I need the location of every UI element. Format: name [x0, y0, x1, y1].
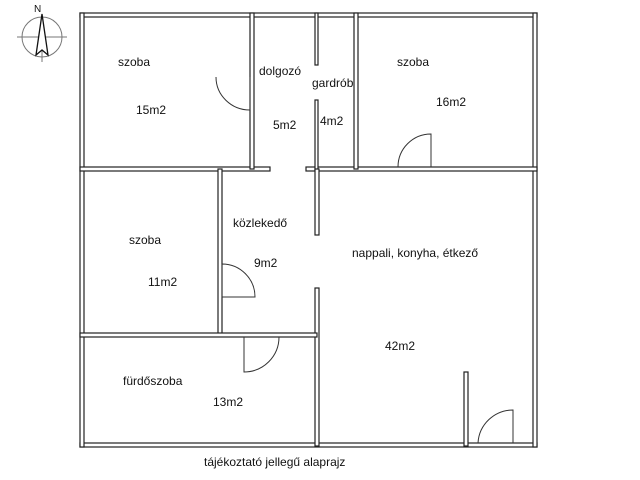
room-name: fürdőszoba	[123, 374, 183, 388]
room-area: 4m2	[320, 114, 344, 128]
room-area: 42m2	[385, 339, 416, 353]
room-name: nappali, konyha, étkező	[352, 246, 479, 260]
room-name: közlekedő	[233, 216, 288, 230]
room-name: szoba	[397, 55, 430, 69]
compass-north-label: N	[34, 4, 42, 15]
room-area: 15m2	[136, 103, 167, 117]
room-name: gardrób	[312, 76, 354, 90]
room-area: 16m2	[436, 95, 467, 109]
room-area: 13m2	[213, 395, 244, 409]
room-name: dolgozó	[259, 64, 302, 78]
room-name: szoba	[118, 55, 151, 69]
compass-icon	[17, 13, 67, 62]
walls	[79, 12, 538, 448]
room-area: 5m2	[273, 118, 297, 132]
room-name: szoba	[129, 233, 162, 247]
room-area: 9m2	[254, 256, 278, 270]
caption: tájékoztató jellegű alaprajz	[204, 455, 346, 469]
room-area: 11m2	[148, 275, 178, 289]
doors	[215, 76, 514, 444]
